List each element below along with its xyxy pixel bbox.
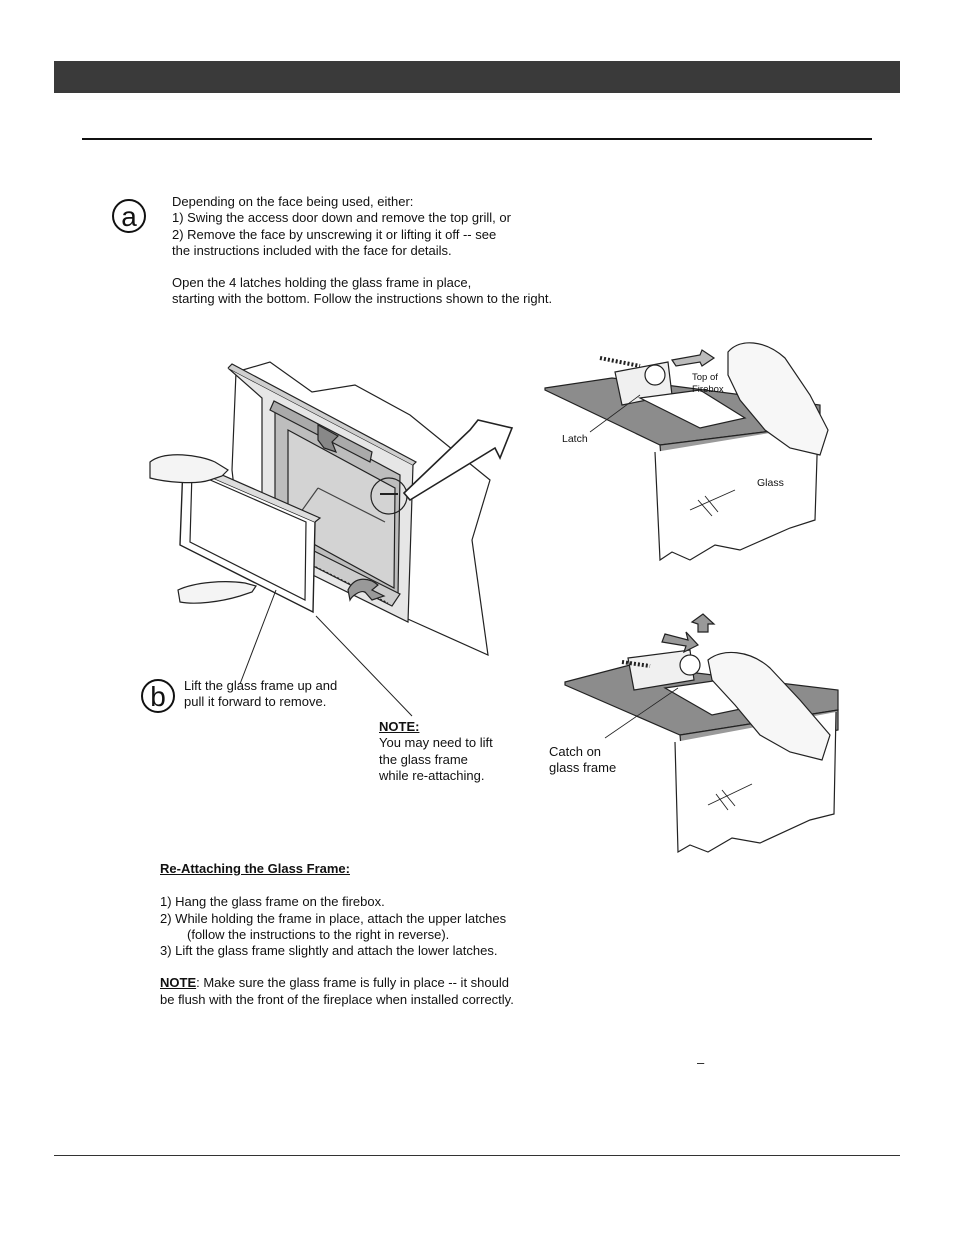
reattach-note: NOTE: Make sure the glass frame is fully… — [160, 975, 514, 991]
reattach-note-line: be flush with the front of the fireplace… — [160, 991, 514, 1007]
reattach-step: (follow the instructions to the right in… — [187, 926, 450, 942]
reattach-step: 3) Lift the glass frame slightly and att… — [160, 943, 498, 959]
reattach-note-line: : Make sure the glass frame is fully in … — [196, 975, 509, 991]
step-b-text: Lift the glass frame up and pull it forw… — [184, 678, 337, 711]
reattach-step: 1) Hang the glass frame on the firebox. — [160, 894, 385, 910]
top-of-firebox-line: Top of — [692, 372, 718, 383]
glass-label: Glass — [757, 477, 784, 489]
step-a-line: the instructions included with the face … — [172, 242, 452, 258]
reattach-heading: Re-Attaching the Glass Frame: — [160, 861, 350, 876]
note-left-line: while re-attaching. — [379, 767, 485, 783]
top-of-firebox-label: Top of Firebox — [692, 372, 724, 396]
reattach-note-label: NOTE — [160, 975, 197, 991]
fireplace-illustration — [149, 361, 514, 717]
reattach-section: Re-Attaching the Glass Frame: 1) Hang th… — [160, 861, 514, 1008]
stray-mark: – — [697, 1055, 705, 1070]
step-b-marker: b — [141, 679, 175, 713]
footer-rule — [54, 1155, 900, 1156]
reattach-step: 2) While holding the frame in place, att… — [160, 910, 507, 926]
top-of-firebox-line: Firebox — [692, 384, 724, 395]
latch-detail-top — [544, 342, 829, 562]
catch-line: Catch on — [549, 744, 602, 759]
step-a-marker: a — [112, 199, 146, 233]
step-b-line: pull it forward to remove. — [184, 694, 327, 710]
note-left-line: You may need to lift — [379, 735, 493, 751]
latch-detail-bottom — [564, 613, 839, 854]
step-a-latch-line: Open the 4 latches holding the glass fra… — [172, 275, 472, 291]
step-a-line: 1) Swing the access door down and remove… — [172, 210, 511, 226]
note-left-line: the glass frame — [379, 751, 468, 767]
step-a-line: 2) Remove the face by unscrewing it or l… — [172, 226, 497, 242]
step-a-text: Depending on the face being used, either… — [172, 194, 552, 308]
catch-label: Catch on glass frame — [549, 744, 616, 777]
step-b-line: Lift the glass frame up and — [184, 678, 338, 693]
header-bar — [54, 61, 900, 93]
note-left: NOTE: You may need to lift the glass fra… — [379, 719, 493, 784]
latch-label: Latch — [562, 433, 588, 445]
step-a-line: Depending on the face being used, either… — [172, 194, 414, 209]
catch-line: glass frame — [549, 760, 617, 776]
section-rule — [82, 138, 872, 140]
step-a-latch-line: starting with the bottom. Follow the ins… — [172, 291, 553, 307]
note-left-heading: NOTE: — [379, 719, 420, 734]
